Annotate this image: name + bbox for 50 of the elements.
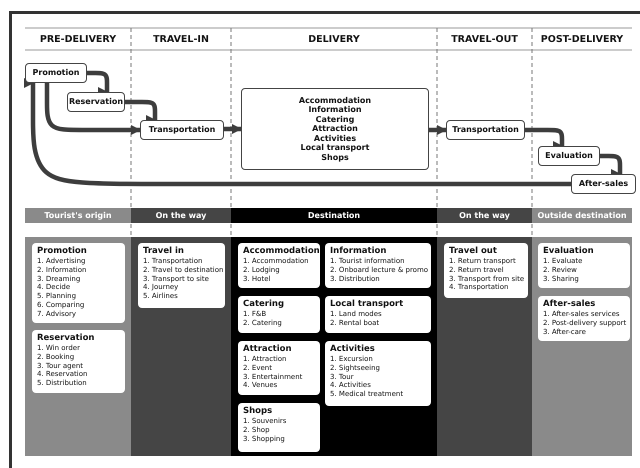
card-heading: After-sales <box>543 299 596 310</box>
column-header: PRE-DELIVERY <box>38 32 118 46</box>
card-heading: Reservation <box>37 333 96 344</box>
card-heading: Evaluation <box>543 246 595 257</box>
flow-arrow <box>598 154 625 176</box>
zone-label: Tourist's origin <box>44 211 112 220</box>
zone-band <box>25 208 131 223</box>
card-heading: Activities <box>330 344 376 355</box>
zone-label: On the way <box>459 211 510 220</box>
column-header: POST-DELIVERY <box>540 32 624 46</box>
stage-card <box>538 243 630 288</box>
process-box <box>571 174 636 194</box>
stage-card <box>238 243 320 288</box>
zone-band <box>131 208 231 223</box>
stage-card <box>138 243 225 308</box>
stage-card <box>538 296 630 341</box>
zone-label: Outside destination <box>537 211 627 220</box>
card-heading: Travel out <box>449 246 498 257</box>
stage-card <box>32 243 125 323</box>
node-label: After-sales <box>578 179 628 189</box>
zone-label: Destination <box>308 211 360 220</box>
card-heading: Attraction <box>243 344 293 355</box>
zone-band <box>437 208 532 223</box>
card-heading: Local transport <box>330 299 404 310</box>
stage-card <box>325 341 431 406</box>
card-heading: Shops <box>243 406 274 417</box>
zone-panel <box>532 237 632 456</box>
zone-panel <box>25 237 131 456</box>
process-box <box>25 63 87 83</box>
stage-card <box>32 330 125 393</box>
zone-panel <box>131 237 231 456</box>
zone-panel <box>437 237 532 456</box>
card-heading: Promotion <box>37 246 88 257</box>
zone-label: On the way <box>156 211 206 220</box>
card-heading: Catering <box>243 299 286 310</box>
stage-card <box>238 341 320 395</box>
stage-card <box>238 296 320 333</box>
zone-band <box>532 208 632 223</box>
stage-card <box>238 403 320 452</box>
column-header: DELIVERY <box>307 32 361 46</box>
stage-card <box>444 243 528 298</box>
card-heading: Travel in <box>143 246 185 257</box>
zone-panel <box>231 237 437 456</box>
stage-card <box>325 243 431 288</box>
stage-card <box>325 296 431 333</box>
column-header: TRAVEL-IN <box>152 32 210 46</box>
node-label: Promotion <box>32 68 80 78</box>
column-header: TRAVEL-OUT <box>450 32 519 46</box>
zone-band <box>231 208 437 223</box>
card-heading: Information <box>330 246 388 257</box>
